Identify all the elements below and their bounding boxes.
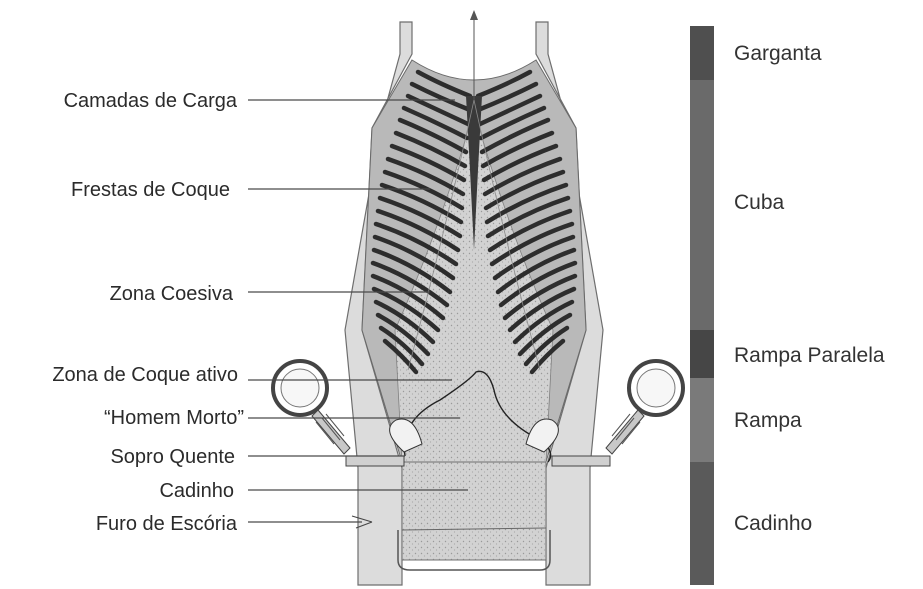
zone-bar-rampa [690,378,714,462]
label-cadinho-left: Cadinho [159,481,234,501]
zone-bar-garganta [690,26,714,80]
label-homem-morto: “Homem Morto” [104,408,244,428]
zone-bar-cuba [690,80,714,330]
gas-exit-arrowhead [470,10,478,20]
zone-scale-bar [690,26,714,585]
hearth-crucible [402,462,546,560]
zone-label-rampa: Rampa [734,410,802,432]
label-frestas-de-coque: Frestas de Coque [71,180,230,200]
label-zona-de-coque-ativo: Zona de Coque ativo [52,365,238,385]
zone-label-cadinho: Cadinho [734,513,812,535]
zone-bar-cadinho [690,462,714,585]
zone-label-cuba: Cuba [734,192,784,214]
zone-bar-rampa-paralela [690,330,714,378]
label-furo-de-escoria: Furo de Escória [96,514,237,534]
label-zona-coesiva: Zona Coesiva [110,284,233,304]
zone-label-garganta: Garganta [734,43,822,65]
label-sopro-quente: Sopro Quente [110,447,235,467]
label-camadas-de-carga: Camadas de Carga [64,91,237,111]
zone-label-rampa-paralela: Rampa Paralela [734,345,885,367]
